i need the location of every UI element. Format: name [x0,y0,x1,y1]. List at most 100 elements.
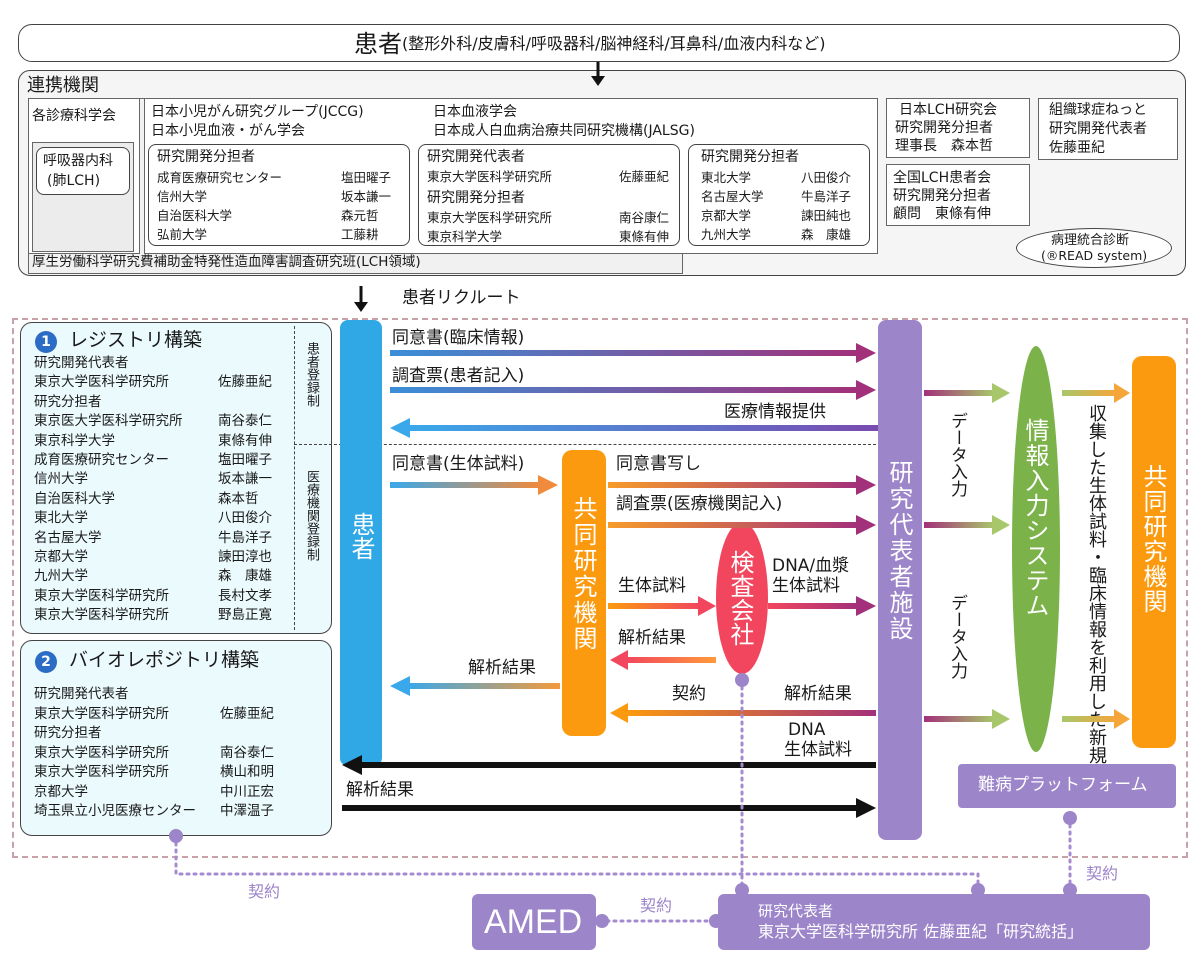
patient-header-sub: (整形外科/皮膚科/呼吸器科/脳神経科/耳鼻科/血液内科など) [402,34,826,53]
consent-copy-label: 同意書写し [616,454,701,474]
contract-label-2: 契約 [640,896,673,915]
right-row2-name: 牛島洋子 [801,189,852,204]
dna-label-2: 生体試料 [784,740,852,760]
pi-line2: 東京大学医科学研究所 佐藤亜紀「研究統括」 [758,922,1084,941]
registry-member-inst: 研究分担者 [34,393,102,410]
patient-pill-label: 患者 [347,512,375,560]
biorepo-number: 2 [35,651,57,673]
left-group-title: 研究開発分担者 [157,149,255,165]
right-row3-name: 諫田純也 [801,208,852,223]
left-row2-inst: 信州大学 [157,189,208,204]
info-system-oval: 情報入力システム [1012,346,1060,752]
registry-member-inst: 信州大学 [34,471,88,488]
left-row3-name: 森元哲 [341,208,379,223]
analysis-label-4: 解析結果 [346,780,414,800]
registry-member-inst: 東京大学医科学研究所 [34,587,169,604]
respiratory-line2: (肺LCH) [47,173,101,189]
biorepo-member-inst: 京都大学 [34,783,88,800]
arrow-survey-inst [608,515,876,535]
patient-assoc-l1: 全国LCH患者会 [893,170,992,186]
contract-dots [169,673,1077,928]
mid-row2-name: 東條有伸 [619,229,670,244]
left-row1-name: 塩田曜子 [341,170,392,185]
biorepo-member-inst: 東京大学医科学研究所 [34,744,169,761]
data-input-label-2: データ入力 [947,594,967,679]
right-row4-inst: 九州大学 [701,227,752,242]
org-jccg: 日本小児がん研究グループ(JCCG) [151,104,364,120]
registry-member-name: 牛島洋子 [218,529,272,546]
registry-divider-h [294,444,876,445]
rep-facility-pill: 研究代表者施設 [878,320,922,840]
registry-member-name: 東條有伸 [218,432,272,449]
right-row1-name: 八田俊介 [801,170,852,185]
lab-company-oval: 検査会社 [716,522,768,674]
dna-plasma-label-1: DNA/血漿 [772,556,850,576]
histio-l3: 佐藤亜紀 [1049,140,1105,156]
arrow-analysis-rep-joint [610,703,876,723]
registry-member-name: 八田俊介 [218,510,272,527]
right-row3-inst: 京都大学 [701,208,752,223]
arrow-analysis-joint-patient [390,676,560,696]
biorepo-member-inst: 埼玉県立小児医療センター [34,803,196,819]
collab-label: 共同研究機関 [1139,464,1167,614]
arrow-data-input-3 [924,709,1010,729]
bio-sample-label: 生体試料 [618,576,686,596]
rep-facility-label: 研究代表者施設 [885,460,913,642]
mid-rep-inst: 東京大学医科学研究所 [427,169,553,184]
histio-l1: 組織球症ねっと [1049,102,1147,118]
arrow-data-input-1 [924,383,1010,403]
lch-society-box: 日本LCH研究会 研究開発分担者 理事長 森本哲 [886,98,1030,158]
left-group-box: 研究開発分担者 成育医療研究センター 塩田曜子 信州大学 坂本謙一 自治医科大学… [148,144,410,246]
arrow-info-collab-2 [1062,709,1130,729]
respiratory-line1: 呼吸器内科 [43,153,113,169]
registry-member-inst: 東京大学医科学研究所 [34,374,169,391]
arrow-analysis-lab-joint [610,650,716,670]
registry-member-inst: 九州大学 [34,568,88,585]
biorepo-member-inst: 東京大学医科学研究所 [34,764,169,780]
dna-plasma-label-2: 生体試料 [772,576,840,596]
analysis-label-3: 解析結果 [784,684,852,704]
survey-patient-label: 調査票(患者記入) [392,366,525,386]
arrow-medical-info [390,418,878,438]
patient-assoc-l2: 研究開発分担者 [893,188,991,204]
registry-member-name: 佐藤亜紀 [218,374,272,391]
joint-inst-pill: 共同研究機関 [562,450,606,736]
mid-row1-name: 南谷康仁 [619,210,670,225]
biorepo-member-name: 中川正宏 [220,783,274,800]
recruit-label: 患者リクルート [402,288,521,308]
contract-label-3: 契約 [1086,864,1119,883]
registry-member-inst: 自治医科大学 [34,490,115,507]
mid-group-box: 研究開発代表者 東京大学医科学研究所 佐藤亜紀 研究開発分担者 東京大学医科学研… [418,144,680,246]
registry-member-inst: 東京医大学医科学研究所 [34,413,183,430]
registry-member-inst: 東北大学 [34,510,88,527]
registry-member-name: 塩田曜子 [218,452,272,468]
pi-box: 研究代表者 東京大学医科学研究所 佐藤亜紀「研究統括」 [718,894,1150,950]
registry-side-upper: 患者登録制 [304,342,319,407]
lab-company-label: 検査会社 [726,550,754,646]
consent-bio-label: 同意書(生体試料) [392,454,525,474]
arrow-analysis-patient-rep [342,798,876,818]
org-jalsg: 日本成人白血病治療共同研究機構(JALSG) [433,123,695,139]
medical-info-label: 医療情報提供 [724,402,826,422]
biorepo-member-name: 中澤温子 [220,803,274,819]
right-row1-inst: 東北大学 [701,170,752,185]
dna-label-1: DNA [788,720,826,740]
biorepo-member-name: 南谷泰仁 [220,744,274,761]
respiratory-box: 呼吸器内科 (肺LCH) [32,142,134,252]
contract-label-1: 契約 [248,882,281,901]
registry-title: レジストリ構築 [69,329,203,351]
org-hematology: 日本血液学会 [433,104,517,120]
registry-side-lower: 医療機関登録制 [304,470,319,561]
patient-header-box: 患者 (整形外科/皮膚科/呼吸器科/脳神経科/耳鼻科/血液内科など) [18,24,1180,62]
mid-group-title1: 研究開発代表者 [427,149,525,165]
analysis-label-1: 解析結果 [618,628,686,648]
patient-header-main: 患者 [354,30,402,58]
registry-divider-v [294,326,295,630]
biorepo-panel: 2 バイオレポジトリ構築 [20,640,332,836]
registry-member-inst: 東京科学大学 [34,432,115,449]
registry-panel: 1 レジストリ構築 [20,322,332,634]
arrow-data-input-2 [924,515,1010,535]
right-row2-inst: 名古屋大学 [701,189,764,204]
